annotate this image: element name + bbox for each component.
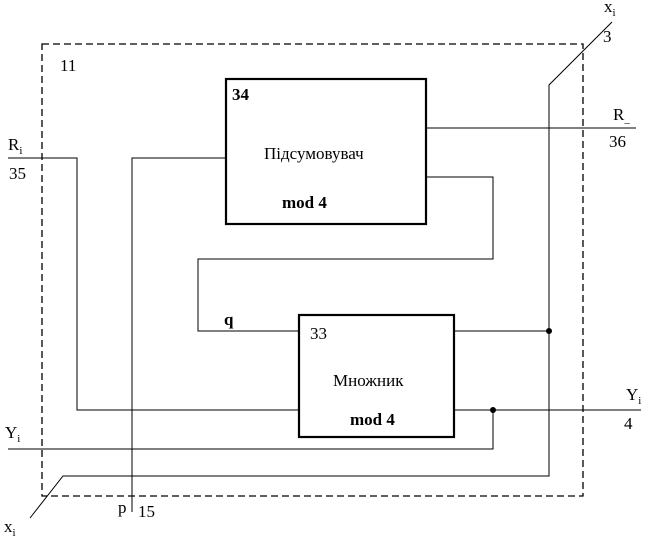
y-output-number: 4	[624, 414, 633, 433]
r-input-label: Ri	[8, 135, 22, 157]
y-output-label: Yi	[626, 385, 641, 407]
wire-q	[197, 176, 494, 332]
multiplier-number: 33	[310, 324, 327, 343]
wire-y-input	[8, 410, 494, 450]
wire-r-input	[8, 157, 299, 411]
junction-dot-x	[546, 328, 552, 334]
x-top-number: 3	[603, 27, 612, 46]
summator-number: 34	[232, 85, 250, 104]
multiplier-block: 33 Множник mod 4	[297, 313, 456, 439]
block-label: 11	[60, 56, 76, 75]
x-bottom-label: xi	[4, 517, 16, 539]
r-output-number: 36	[609, 132, 626, 151]
y-input-label: Yi	[5, 423, 20, 445]
summator-mod: mod 4	[282, 193, 327, 212]
multiplier-mod: mod 4	[350, 410, 395, 429]
junction-dot-y	[490, 407, 496, 413]
x-top-label: xi	[604, 0, 616, 19]
connection-wires	[8, 21, 641, 519]
summator-block: 34 Підсумовувач mod 4	[224, 77, 428, 226]
summator-name: Підсумовувач	[264, 144, 364, 163]
p-number: 15	[138, 502, 155, 521]
wire-p	[131, 157, 226, 512]
p-label: p	[118, 498, 127, 517]
r-input-number: 35	[9, 164, 26, 183]
multiplier-name: Множник	[333, 371, 404, 390]
wire-x-input	[29, 21, 613, 519]
block-boundary	[41, 43, 584, 497]
r-output-label: R_	[613, 105, 630, 125]
q-label: q	[224, 310, 234, 329]
